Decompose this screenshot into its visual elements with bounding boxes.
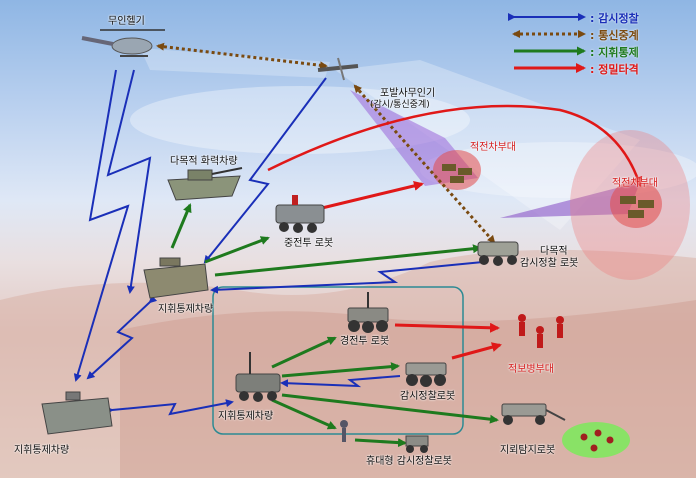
enemy-infantry-label: 적보병부대	[508, 364, 554, 375]
legend-label-surveillance: : 감시정찰	[590, 12, 639, 25]
relay-link	[353, 84, 496, 244]
legend-swatch-relay	[512, 30, 586, 38]
minefield-zone	[562, 422, 630, 458]
canister-uav-sublabel: (감시/통신중계)	[370, 100, 430, 110]
surveillance-link	[86, 294, 158, 380]
hill-shape	[0, 249, 696, 478]
surveillance-link	[106, 69, 152, 294]
uav-helicopter-label: 무인헬기	[108, 16, 145, 27]
command-link	[354, 438, 407, 448]
surveillance-link	[203, 77, 327, 264]
command-link	[271, 336, 337, 369]
legend-swatch-strike	[514, 63, 586, 73]
relay-link	[156, 42, 328, 70]
enemy-zone	[433, 150, 481, 190]
enemy-infantry-icon	[518, 314, 564, 348]
light-combat-robot-icon	[347, 292, 389, 333]
legend-swatch-surveillance	[508, 13, 586, 21]
light-combat-robot-label: 경전투 로봇	[340, 336, 390, 347]
strike-link	[394, 322, 500, 333]
command-link	[271, 398, 337, 430]
command-vehicle-icon	[41, 391, 113, 435]
command-link	[170, 203, 192, 249]
enemy-armor-label: 적전차부대	[470, 142, 516, 153]
medium-combat-robot-label: 중전투 로봇	[284, 238, 334, 249]
portable-recon-robot-icon	[405, 435, 429, 453]
legend-item-relay: : 통신중계	[508, 27, 688, 43]
command-link	[214, 244, 482, 277]
enemy-tank-icon	[442, 164, 472, 183]
multipurpose-fire-vehicle-icon	[167, 167, 243, 201]
command-link	[281, 393, 499, 424]
command-vehicle-icon	[143, 257, 209, 299]
legend-item-strike: : 정밀타격	[508, 61, 688, 77]
legend-item-command: : 지휘통제	[508, 44, 688, 60]
strike-link	[267, 104, 643, 187]
mine-detection-robot-label: 지뢰탐지로봇	[500, 445, 556, 456]
legend-label-relay: : 통신중계	[590, 29, 639, 42]
portable-recon-robot-label: 휴대형 감시정찰로봇	[366, 456, 452, 467]
legend-label-command: : 지휘통제	[590, 46, 639, 59]
canister-uav-icon	[317, 57, 359, 81]
command-vehicle-label: 지휘통제차량	[218, 411, 274, 422]
command-vehicle-label: 지휘통제차량	[158, 304, 214, 315]
command-vehicle-label: 지휘통제차량	[14, 445, 70, 456]
surveillance-link	[210, 261, 484, 294]
surveillance-link	[280, 375, 401, 388]
strike-link	[321, 181, 424, 210]
legend-item-surveillance: : 감시정찰	[508, 10, 688, 26]
multipurpose-recon-robot-icon	[477, 241, 519, 266]
enemy-tank-icon	[620, 196, 654, 218]
legend-label-strike: : 정밀타격	[590, 63, 639, 76]
sensor-cone	[500, 182, 640, 218]
multipurpose-recon-label-2: 감시정찰 로봇	[520, 258, 579, 269]
multipurpose-fire-vehicle-label: 다목적 화력차량	[170, 156, 238, 167]
uav-helicopter-icon	[81, 29, 165, 57]
cluster-frame	[212, 286, 464, 435]
command-link	[281, 362, 400, 378]
medium-combat-robot-icon	[275, 195, 325, 233]
legend-swatch-command	[514, 46, 586, 56]
recon-robot-icon	[405, 362, 447, 387]
multipurpose-recon-label-1: 다목적	[540, 246, 568, 257]
recon-robot-label: 감시정찰로봇	[400, 391, 456, 402]
command-link	[204, 236, 270, 264]
canister-uav-label: 포발사무인기	[380, 88, 436, 99]
soldier-icon	[340, 420, 348, 442]
command-robot-icon	[235, 352, 281, 402]
mine-detection-robot-icon	[501, 403, 566, 425]
mine-icon	[580, 429, 614, 452]
surveillance-link	[73, 69, 130, 382]
strike-link	[451, 342, 502, 360]
surveillance-link	[105, 399, 234, 416]
enemy-armor-label: 적전차부대	[612, 178, 658, 189]
